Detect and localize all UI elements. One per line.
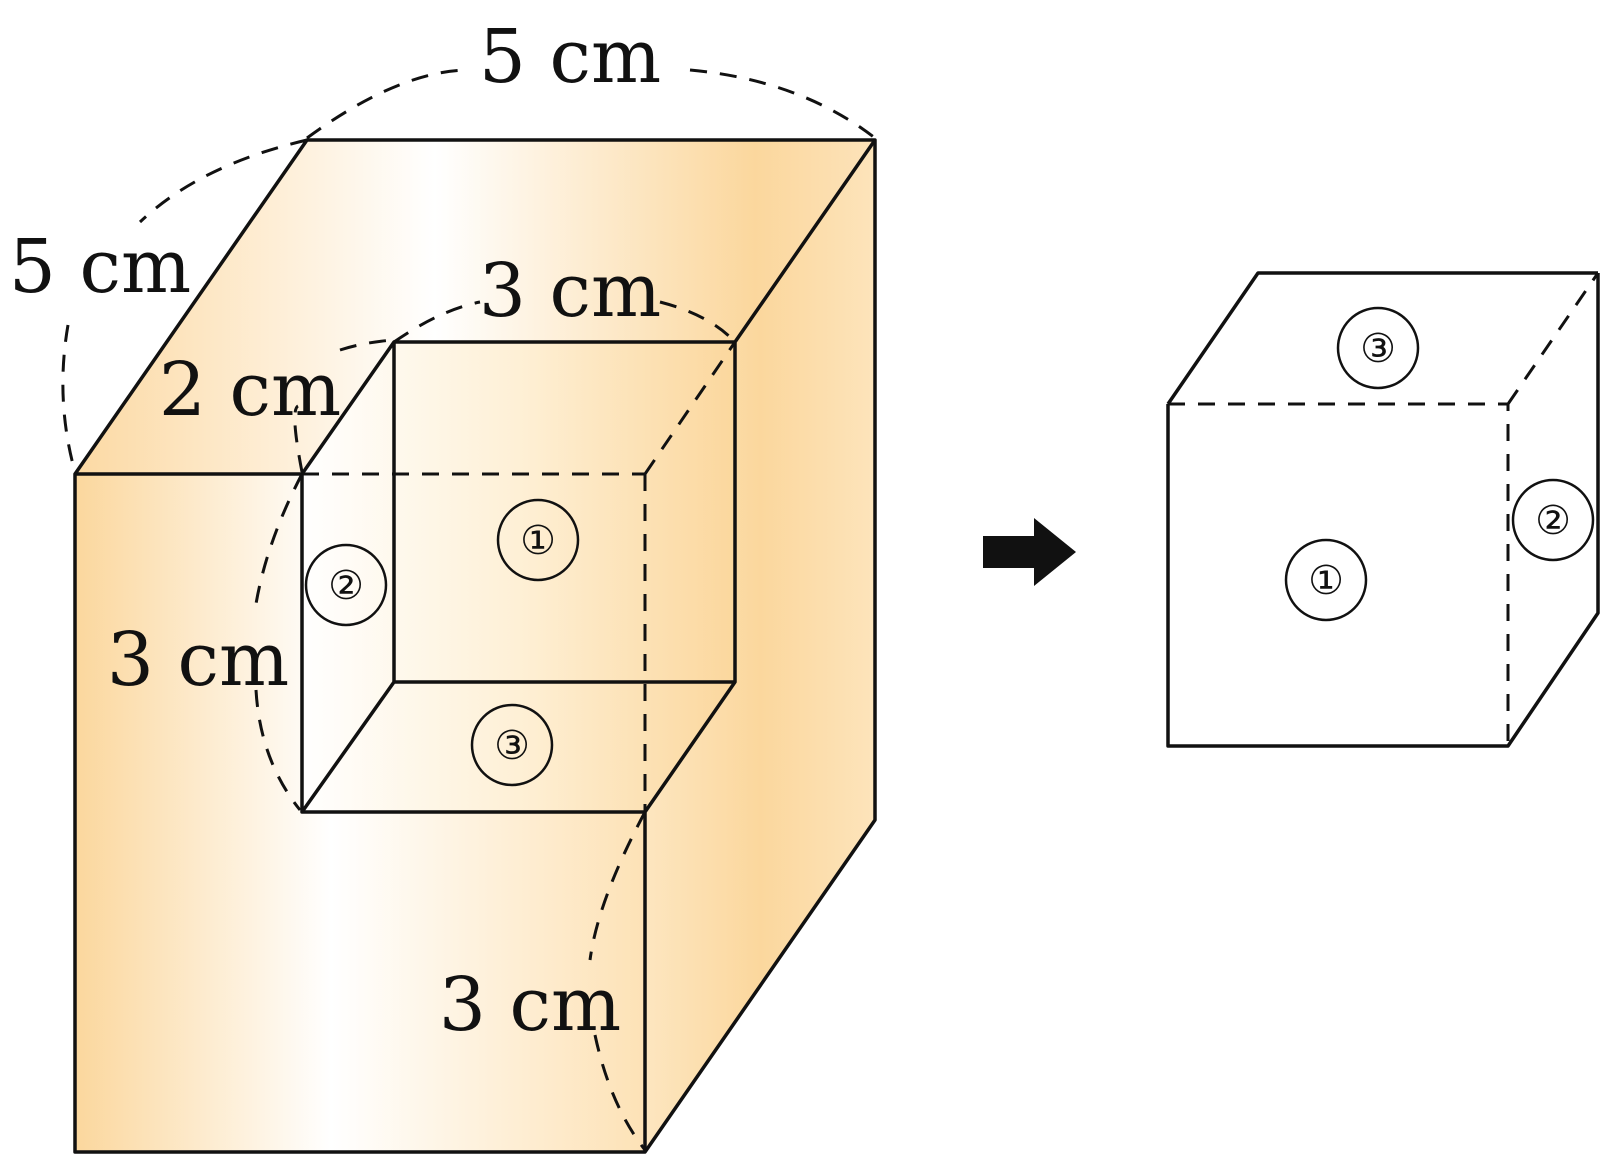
hidden-edges <box>302 341 737 812</box>
solid-top-face <box>75 140 875 474</box>
label-height: 3 cm <box>439 962 621 1048</box>
svg-text:②: ② <box>1535 498 1571 544</box>
dim-arc-hole-depth <box>293 338 395 473</box>
dim-arc-hole-height <box>253 473 304 811</box>
svg-text:③: ③ <box>494 723 530 769</box>
label-width: 5 cm <box>479 14 661 100</box>
hole-interior <box>302 342 735 812</box>
cube-face-label-front: ① <box>1284 538 1368 622</box>
svg-text:①: ① <box>1308 558 1344 604</box>
face-label-side: ② <box>304 543 388 627</box>
label-hole-height: 3 cm <box>107 617 289 703</box>
solid-right-face <box>645 140 875 1152</box>
dim-arc-height <box>588 811 647 1151</box>
svg-text:③: ③ <box>1360 326 1396 372</box>
face-label-bottom: ③ <box>470 703 554 787</box>
face-label-circle <box>470 703 554 787</box>
face-label-back: ① <box>496 498 580 582</box>
face-label-circle <box>1511 478 1595 562</box>
solid-outline <box>73 138 877 1154</box>
label-depth: 5 cm <box>9 224 191 310</box>
cube-face-label-side: ② <box>1511 478 1595 562</box>
removed-cube: ③ ① ② <box>1166 271 1600 748</box>
svg-text:②: ② <box>328 563 364 609</box>
face-label-circle <box>1284 538 1368 622</box>
cube-visible-edges <box>1166 271 1600 748</box>
label-hole-depth: 2 cm <box>159 347 341 433</box>
label-hole-width: 3 cm <box>479 248 661 334</box>
dim-arc-width <box>306 68 876 140</box>
dim-arc-hole-width <box>393 300 737 344</box>
svg-text:①: ① <box>520 518 556 564</box>
cube-face-label-top: ③ <box>1336 306 1420 390</box>
dim-arc-depth <box>61 138 308 473</box>
solid-with-hole: 5 cm 5 cm 3 cm 2 cm 3 cm 3 cm ① ② ③ <box>9 14 877 1154</box>
solid-inner-edges <box>300 139 877 1152</box>
face-label-circle <box>496 498 580 582</box>
face-label-circle <box>1336 306 1420 390</box>
cube-hidden-edges <box>1168 272 1600 746</box>
right-arrow-icon <box>983 518 1076 586</box>
face-label-circle <box>304 543 388 627</box>
